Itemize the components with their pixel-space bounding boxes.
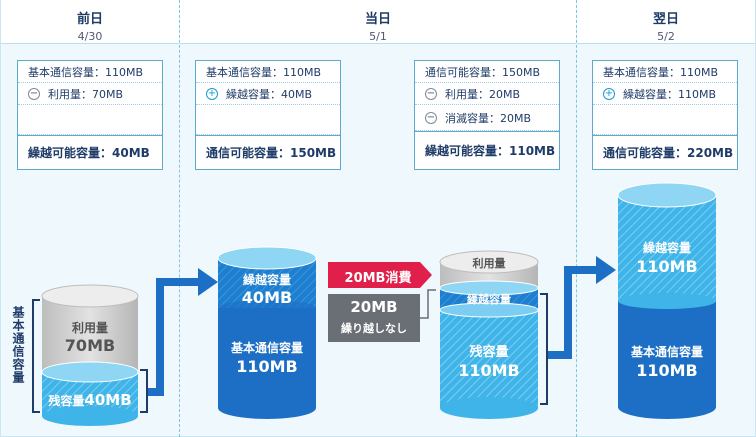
info-box-today-right: 通信可能容量：150MB −利用量：20MB −消滅容量：20MB 繰越可能容量… — [414, 60, 560, 170]
c3-carry-label: 繰越容量 — [467, 293, 511, 306]
available-row: 通信可能容量：150MB — [196, 135, 340, 169]
carry-possible-text: 繰越可能容量：110MB — [425, 144, 556, 158]
column-header-prev: 前日 4/30 — [1, 0, 179, 44]
carry-possible-row: 繰越可能容量：40MB — [18, 135, 162, 169]
base-capacity-side-label: 基本通信容量 — [11, 306, 25, 384]
base-capacity-row: 基本通信容量：110MB — [196, 61, 340, 83]
consumed-badge-shape — [328, 262, 432, 288]
column-title: 翌日 — [652, 12, 679, 27]
spacer-row — [18, 105, 162, 135]
cylinder-today-start — [217, 246, 317, 419]
c3-remain-label: 残容量 — [469, 345, 509, 360]
c2-base-label: 基本通信容量 — [230, 341, 303, 355]
base-capacity-text: 基本通信容量：110MB — [28, 65, 144, 79]
plus-icon: + — [603, 87, 615, 100]
expire-badge-note: 繰り越しなし — [341, 322, 407, 335]
c4-carry-value: 110MB — [636, 257, 698, 276]
available-text: 通信可能容量：150MB — [425, 65, 541, 79]
expire-badge-shape — [328, 294, 420, 342]
column-header-next: 翌日 5/2 — [577, 0, 755, 44]
base-capacity-text: 基本通信容量：110MB — [206, 65, 322, 79]
used-text: 利用量：20MB — [445, 87, 521, 101]
available-row: 通信可能容量：150MB — [415, 61, 559, 83]
column-date: 4/30 — [77, 30, 103, 43]
base-capacity-row: 基本通信容量：110MB — [18, 61, 162, 83]
bracket-base-capacity — [32, 299, 40, 413]
info-box-today-left: 基本通信容量：110MB + 繰越容量：40MB 通信可能容量：150MB — [195, 60, 341, 170]
c2-base-value: 110MB — [236, 357, 298, 376]
carry-text: 繰越容量：110MB — [623, 87, 717, 101]
c1-used-label: 利用量 — [71, 321, 108, 335]
carry-possible-row: 繰越可能容量：110MB — [415, 131, 559, 169]
column-date: 5/1 — [369, 30, 387, 43]
available-text: 通信可能容量：150MB — [206, 146, 337, 160]
column-date: 5/2 — [657, 30, 675, 43]
base-capacity-text: 基本通信容量：110MB — [603, 65, 719, 79]
c1-remain-value: 40MB — [84, 391, 132, 409]
cylinder-today-end — [439, 250, 539, 419]
column-title: 前日 — [76, 12, 103, 27]
bracket-remaining-today — [540, 293, 548, 405]
carry-row: + 繰越容量：40MB — [196, 83, 340, 105]
c3-used-label: 利用量 — [472, 257, 506, 270]
cylinder-prev — [41, 284, 139, 426]
base-capacity-row: 基本通信容量：110MB — [593, 61, 737, 83]
column-divider — [576, 0, 577, 437]
minus-icon: − — [425, 87, 437, 100]
used-text: 利用量：70MB — [48, 87, 124, 101]
minus-icon: − — [28, 87, 40, 100]
arrow-prev-to-today — [148, 268, 218, 396]
arrow-today-to-next — [548, 256, 616, 359]
c1-remain: 残容量40MB — [42, 390, 138, 409]
expired-text: 消滅容量：20MB — [445, 111, 532, 125]
spacer-row — [196, 105, 340, 135]
column-title: 当日 — [364, 12, 391, 27]
column-divider — [179, 0, 180, 437]
expire-badge-value: 20MB — [350, 298, 398, 316]
info-box-next: 基本通信容量：110MB + 繰越容量：110MB 通信可能容量：220MB — [592, 60, 738, 170]
spacer-row — [593, 105, 737, 135]
plus-icon: + — [206, 87, 218, 100]
column-header-today: 当日 5/1 — [180, 0, 576, 44]
c1-remain-label: 残容量 — [48, 394, 85, 408]
used-row: −利用量：70MB — [18, 83, 162, 105]
bracket-expired — [420, 289, 436, 319]
c4-base-label: 基本通信容量 — [630, 345, 703, 359]
c4-carry-label: 繰越容量 — [642, 241, 691, 255]
c2-carry-value: 40MB — [241, 288, 293, 307]
expired-row: −消滅容量：20MB — [415, 105, 559, 131]
info-box-prev: 基本通信容量：110MB −利用量：70MB 繰越可能容量：40MB — [17, 60, 163, 170]
minus-icon: − — [425, 111, 437, 124]
cylinder-next — [617, 182, 717, 419]
carry-text: 繰越容量：40MB — [226, 87, 313, 101]
consumed-badge: 20MB消費 — [344, 271, 412, 286]
available-text: 通信可能容量：220MB — [603, 146, 734, 160]
c2-carry-label: 繰越容量 — [242, 273, 291, 287]
used-row: −利用量：20MB — [415, 83, 559, 105]
carry-possible-text: 繰越可能容量：40MB — [28, 146, 150, 160]
c4-base-value: 110MB — [636, 361, 698, 380]
bracket-remaining — [140, 369, 148, 413]
c3-remain-value: 110MB — [458, 361, 520, 380]
carry-row: + 繰越容量：110MB — [593, 83, 737, 105]
available-row: 通信可能容量：220MB — [593, 135, 737, 169]
c1-used-value: 70MB — [64, 336, 116, 355]
